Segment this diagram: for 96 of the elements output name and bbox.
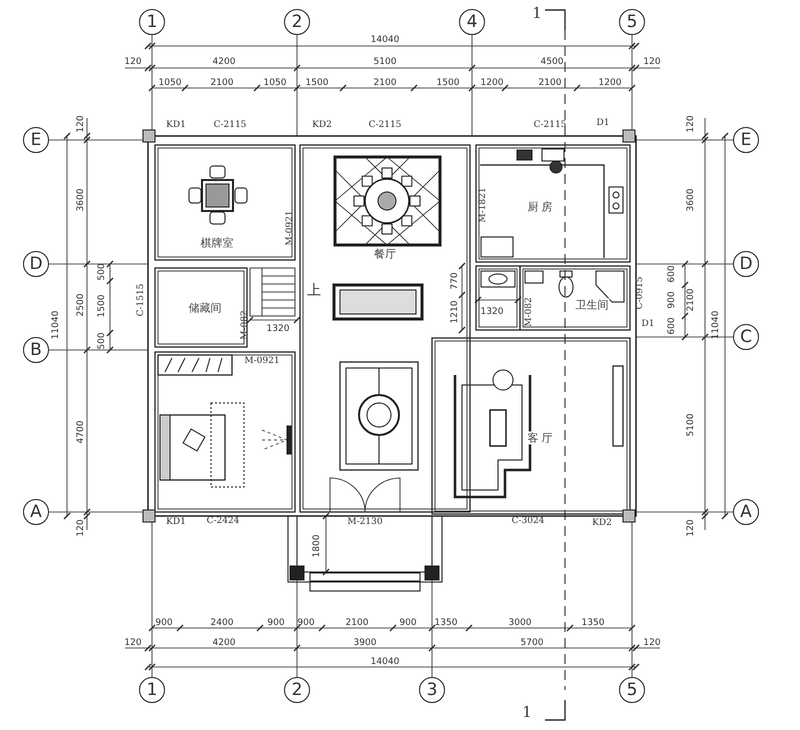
dimension-text: 14040 (370, 36, 400, 46)
dimension-text: 11040 (52, 310, 62, 340)
dimension-text: 900 (399, 619, 417, 629)
section-mark: 1 (522, 704, 532, 720)
axis-bubble: 1 (139, 9, 165, 35)
door-window-code: C-2115 (368, 121, 402, 131)
dimension-text: 600 (668, 265, 678, 283)
door-window-code: M-2130 (347, 518, 383, 528)
axis-bubble: D (23, 251, 49, 277)
door-window-code: C-3024 (512, 517, 544, 527)
axis-bubble: B (23, 337, 49, 363)
door-window-code: KD2 (312, 121, 332, 131)
axis-bubble: A (733, 499, 759, 525)
door-window-code: M-0921 (286, 210, 296, 246)
door-window-code: KD1 (166, 518, 186, 528)
dimension-text: 120 (77, 115, 87, 133)
dimension-text: 900 (155, 619, 173, 629)
dimension-text: 4700 (77, 420, 87, 444)
dimension-text: 900 (267, 619, 285, 629)
door-window-code: M-082 (241, 310, 251, 340)
dimension-text: 1350 (582, 619, 604, 629)
dimension-text: 4200 (212, 58, 236, 68)
dimension-text: 1800 (313, 534, 323, 558)
dimension-text: 120 (77, 519, 87, 537)
dimension-text: 1350 (434, 619, 458, 629)
dimension-text: 2100 (374, 79, 396, 89)
dimension-text: 1320 (480, 308, 504, 318)
dimension-text: 4200 (212, 639, 236, 649)
dimension-text: 1500 (98, 294, 108, 318)
dimension-text: 14040 (370, 658, 400, 668)
dimension-text: 1200 (598, 79, 622, 89)
door-window-code: C-0915 (636, 276, 646, 310)
dimension-text: 2100 (538, 79, 562, 89)
dimension-text: 500 (98, 332, 108, 350)
axis-bubble: 5 (619, 677, 645, 703)
axis-bubble: 3 (419, 677, 445, 703)
door-window-code: C-2115 (534, 121, 566, 131)
room-name: 储藏间 (188, 301, 222, 315)
door-window-code: KD2 (592, 519, 612, 529)
dimension-text: 770 (451, 272, 461, 290)
axis-bubble: C (733, 324, 759, 350)
dimension-text: 120 (643, 58, 661, 68)
dimension-text: 2100 (210, 79, 234, 89)
axis-bubble: A (23, 499, 49, 525)
dimension-text: 1210 (451, 300, 461, 324)
dimension-text: 1320 (266, 325, 290, 335)
axis-bubble: D (733, 251, 759, 277)
door-window-code: M-1821 (479, 187, 489, 223)
dimension-text: 600 (668, 317, 678, 335)
section-mark: 1 (532, 4, 542, 22)
door-window-code: KD1 (166, 121, 186, 131)
axis-bubble: E (733, 127, 759, 153)
dimension-text: 900 (668, 291, 678, 309)
room-name: 棋牌室 (200, 236, 234, 250)
dimension-text: 120 (124, 639, 142, 649)
door-window-code: C-2115 (214, 121, 246, 131)
axis-bubble: 2 (284, 9, 310, 35)
dimension-text: 1500 (436, 79, 460, 89)
axis-bubble: 4 (459, 9, 485, 35)
dimension-text: 5700 (520, 639, 544, 649)
dimension-text: 120 (687, 519, 697, 537)
dimension-text: 3600 (77, 188, 87, 212)
dimension-text: 500 (98, 263, 108, 281)
dimension-text: 900 (297, 619, 315, 629)
dimension-text: 3000 (508, 619, 532, 629)
door-window-code: D1 (642, 320, 654, 330)
room-name: 客 厅 (526, 431, 554, 445)
axis-bubble: 2 (284, 677, 310, 703)
room-name: 卫生间 (574, 298, 610, 312)
dimension-text: 1200 (480, 79, 504, 89)
dimension-text: 4500 (540, 58, 564, 68)
dimension-text: 2100 (346, 619, 368, 629)
door-window-code: C-2424 (206, 517, 240, 527)
door-window-code: C-1515 (137, 284, 147, 316)
dimension-text: 3600 (687, 188, 697, 212)
dimension-text: 2400 (210, 619, 234, 629)
room-name: 餐厅 (373, 247, 397, 261)
dimension-text: 3900 (354, 639, 376, 649)
dimension-text: 2500 (77, 294, 87, 316)
dimension-text: 1050 (264, 79, 286, 89)
dimension-text: 120 (643, 639, 661, 649)
dimension-text: 11040 (712, 310, 722, 340)
dimension-text: 1500 (306, 79, 328, 89)
axis-bubble: E (23, 127, 49, 153)
dimension-text: 5100 (374, 58, 396, 68)
door-window-code: M-082 (525, 297, 535, 327)
room-name: 厨 房 (526, 200, 554, 214)
axis-bubble: 1 (139, 677, 165, 703)
dimension-text: 120 (687, 115, 697, 133)
axis-bubble: 5 (619, 9, 645, 35)
door-window-code: M-0921 (244, 357, 280, 367)
dimension-text: 5100 (687, 414, 697, 436)
dimension-text: 1050 (158, 79, 182, 89)
dimension-text: 2100 (687, 288, 697, 312)
door-window-code: D1 (596, 119, 610, 129)
dimension-text: 120 (124, 58, 142, 68)
